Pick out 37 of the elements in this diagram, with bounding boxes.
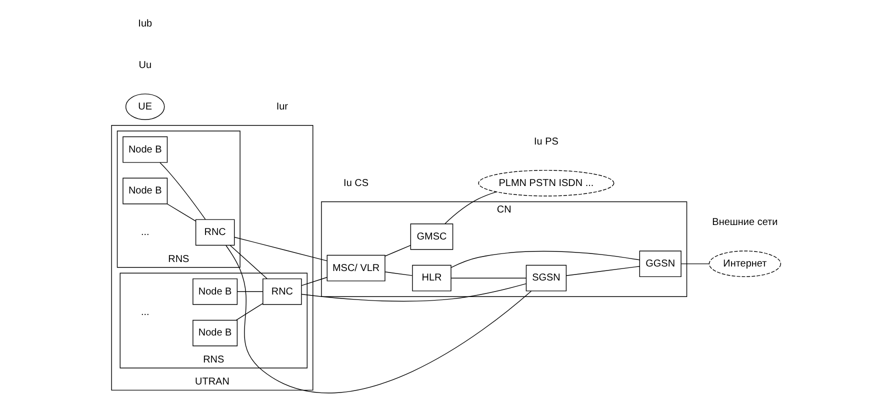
- connector: [301, 283, 527, 302]
- label: Iur: [276, 101, 288, 112]
- node-box: HLR: [412, 264, 452, 292]
- label: ...: [140, 307, 150, 318]
- connector: [236, 291, 264, 292]
- node-box: RNC: [262, 278, 302, 305]
- node-box: GMSC: [410, 223, 454, 250]
- connector: [166, 204, 196, 222]
- connector: [236, 303, 264, 321]
- connector: [230, 244, 268, 279]
- node-box: RNC: [195, 219, 235, 246]
- node-box: Node B: [192, 278, 238, 305]
- label: ...: [140, 227, 150, 238]
- label: Iu CS: [344, 178, 369, 189]
- node-ellipse: Интернет: [708, 250, 782, 278]
- connector: [226, 245, 532, 394]
- connector: [566, 266, 640, 276]
- connector: [384, 244, 412, 256]
- connector: [234, 236, 328, 262]
- connector: [160, 162, 206, 220]
- connector: [450, 250, 640, 268]
- node-box: MSC/ VLR: [326, 254, 386, 282]
- node-ellipse: UE: [125, 94, 165, 120]
- connector: [680, 263, 710, 264]
- node-box: GGSN: [639, 250, 682, 278]
- label: Uu: [138, 60, 152, 72]
- label: Iu PS: [534, 136, 558, 148]
- connector: [301, 277, 328, 286]
- node-box: Node B: [122, 178, 168, 204]
- connector: [384, 272, 413, 276]
- node-ellipse: PLMN PSTN ISDN ...: [478, 170, 614, 196]
- label: Iub: [138, 18, 152, 30]
- node-box: Node B: [192, 320, 238, 346]
- node-box: Node B: [122, 136, 168, 163]
- node-box: SGSN: [526, 264, 567, 292]
- connector: [444, 192, 497, 224]
- label: Внешние сети: [712, 217, 778, 228]
